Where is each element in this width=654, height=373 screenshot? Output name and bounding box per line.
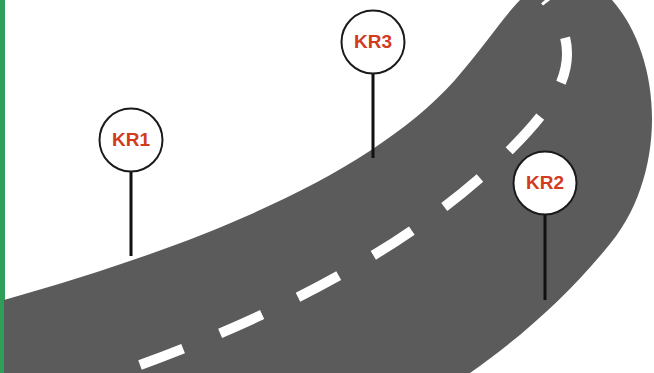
road-surface (4, 0, 652, 373)
sign-label: KR3 (354, 31, 392, 53)
sign-pole (372, 74, 375, 158)
sign-circle: KR3 (340, 9, 406, 75)
sign-circle-shape (514, 152, 577, 215)
sign-label: KR2 (526, 172, 564, 194)
sign-pole (130, 172, 133, 256)
sign-pole (544, 215, 547, 300)
sign-circle: KR2 (512, 150, 578, 216)
road-center-dashes (140, 0, 567, 365)
sign-circle: KR1 (98, 107, 164, 173)
sign-circle-shape (342, 11, 405, 74)
sign-circle-shape (100, 109, 163, 172)
sign-label: KR1 (112, 129, 150, 151)
